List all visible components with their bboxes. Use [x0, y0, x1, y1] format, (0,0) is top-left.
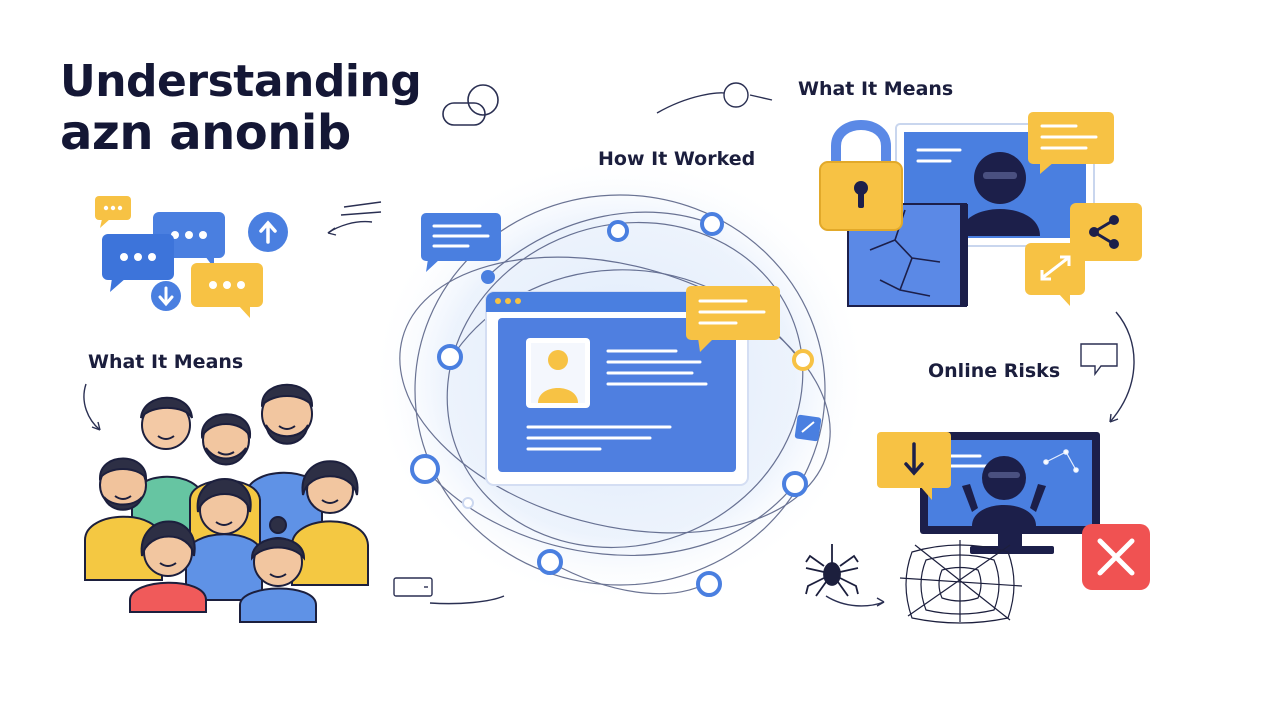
title-line-2: azn anonib [60, 104, 351, 161]
chat-cluster [95, 196, 288, 318]
tag-icon [794, 414, 822, 442]
page-title: Understanding azn anonib [60, 56, 422, 161]
chat-bubble-icon [421, 213, 501, 272]
network-node [437, 344, 463, 370]
hacker-icon [962, 456, 1046, 526]
chat-bubble-icon [1028, 112, 1114, 174]
network-node [700, 212, 724, 236]
section-label-how-it-worked: How It Worked [598, 148, 756, 170]
network-dot [481, 270, 495, 284]
network-node [782, 471, 808, 497]
title-line-1: Understanding [60, 56, 422, 107]
section-label-what-it-means-left: What It Means [88, 351, 244, 373]
doodle-line [83, 82, 1135, 607]
profile-card-icon [526, 338, 590, 408]
network-node [607, 220, 629, 242]
padlock-icon [819, 120, 903, 231]
hacker-icon [960, 152, 1040, 236]
network-nodes [410, 212, 814, 597]
browser-window [485, 291, 749, 486]
text-lines [526, 349, 708, 451]
section-label-online-risks: Online Risks [928, 360, 1061, 382]
arrow-up-icon [248, 212, 288, 252]
network-dot [462, 497, 474, 509]
network-node [410, 454, 440, 484]
chat-bubble-icon [686, 286, 780, 352]
link-icon [442, 84, 499, 126]
close-icon [1082, 524, 1150, 590]
chat-bubble-icon [191, 263, 263, 318]
crowd-illustration [84, 383, 369, 623]
arrow-down-icon [151, 281, 181, 311]
share-icon [1070, 203, 1142, 261]
chat-bubble-icon [95, 196, 131, 228]
expand-icon [1025, 243, 1085, 306]
monitor-intruder [920, 432, 1100, 554]
spider-icon [805, 544, 859, 597]
network-node [792, 349, 814, 371]
chat-bubble-icon [102, 234, 174, 292]
download-icon [877, 432, 951, 500]
spider-web-icon [899, 540, 1023, 624]
network-node [696, 571, 722, 597]
section-label-what-it-means-top: What It Means [798, 78, 954, 100]
network-node [537, 549, 563, 575]
